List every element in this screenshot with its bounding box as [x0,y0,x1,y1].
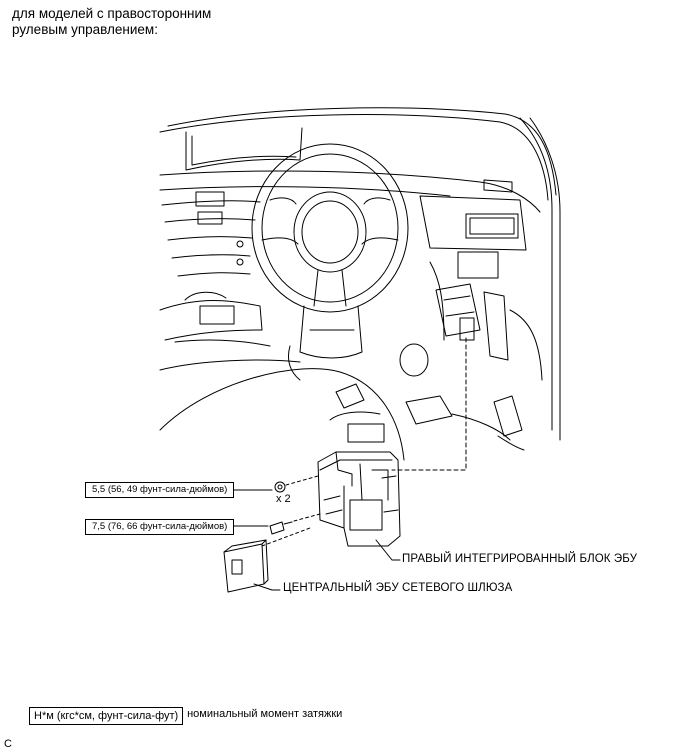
ecu-mount-drawing [435,283,543,381]
steering-wheel-drawing [251,143,525,451]
legend-unit-box: Н*м (кгс*см, фунт-сила-фут) [29,707,184,725]
header-line-2: рулевым управлением: [12,22,158,37]
quantity-label: x 2 [276,493,291,505]
ecu-block-drawing [317,451,401,547]
label-ecu-block: ПРАВЫЙ ИНТЕГРИРОВАННЫЙ БЛОК ЭБУ [402,553,638,565]
torque-callout-nut: 5,5 (56, 49 фунт-сила-дюймов) [85,482,235,498]
gateway-ecu-drawing [223,527,311,593]
leader-ecu-block [375,539,401,561]
label-gateway-ecu: ЦЕНТРАЛЬНЫЙ ЭБУ СЕТЕВОГО ШЛЮЗА [283,582,513,594]
leader-gateway-ecu [253,583,281,591]
header-line-1: для моделей с правосторонним [12,6,212,21]
leader-dashed-vertical [391,337,467,471]
legend-description: : номинальный момент затяжки [181,708,343,720]
torque-callout-bolt: 7,5 (76, 66 фунт-сила-дюймов) [85,519,235,535]
bolt-drawing [269,513,321,535]
figure-code: C [4,738,12,750]
nut-drawing [274,475,319,493]
dashboard-drawing [159,107,561,461]
